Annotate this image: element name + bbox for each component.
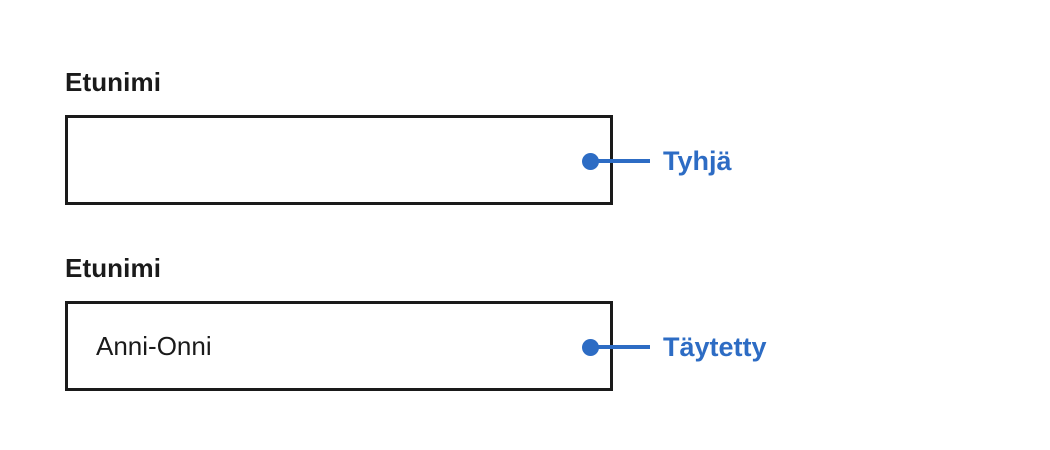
field-group-empty: Etunimi (65, 66, 613, 205)
field-label-filled: Etunimi (65, 253, 162, 283)
callout-label-empty: Tyhjä (663, 145, 732, 176)
text-input-filled-value: Anni-Onni (96, 331, 212, 361)
field-group-filled: Etunimi Anni-Onni (65, 252, 613, 391)
text-input-empty[interactable] (65, 115, 613, 205)
callout-label-filled: Täytetty (663, 331, 767, 362)
field-label-empty: Etunimi (65, 67, 162, 97)
text-input-filled[interactable]: Anni-Onni (65, 301, 613, 391)
